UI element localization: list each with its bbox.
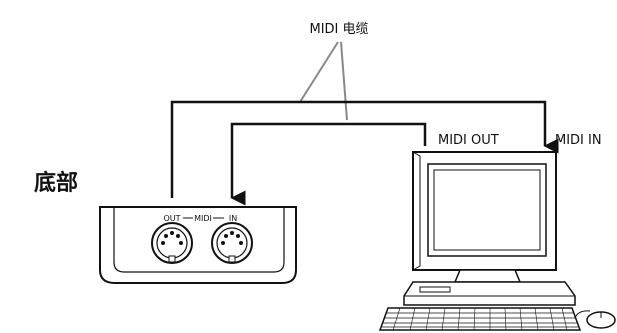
computer-midi-in-label: MIDI IN (555, 133, 602, 148)
port-in-label: IN (229, 214, 237, 223)
computer-base (403, 281, 576, 306)
computer-keyboard (378, 307, 582, 331)
computer-midi-out-label: MIDI OUT (438, 133, 499, 148)
midi-out-connector (151, 222, 193, 264)
computer-mouse (574, 310, 616, 329)
device-bottom-label: 底部 (34, 170, 78, 196)
port-out-label: OUT (163, 214, 180, 223)
port-midi-label: MIDI (194, 214, 212, 223)
computer-monitor (412, 151, 557, 283)
cable-out-to-in (170, 100, 559, 198)
cable-callout-line-1 (299, 41, 339, 103)
midi-in-connector (211, 222, 253, 264)
cable-label: MIDI 电缆 (309, 21, 368, 37)
cable-out-to-device-in (230, 122, 427, 206)
instrument-panel: OUT MIDI IN (99, 206, 297, 284)
cable-callout-line-2 (340, 41, 348, 121)
